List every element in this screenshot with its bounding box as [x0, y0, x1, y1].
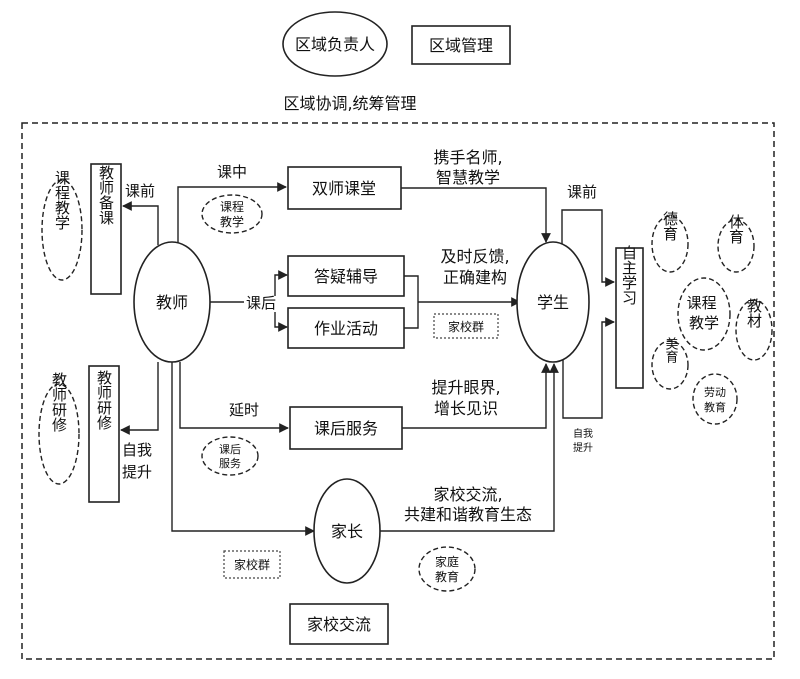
region-management-label: 区域管理 [429, 36, 493, 55]
dual-teacher-label: 双师课堂 [312, 179, 376, 198]
after-service-tag-line1: 课后 [219, 443, 241, 456]
horizon-line1: 提升眼界, [431, 378, 500, 397]
region-coordination-label: 区域协调,统筹管理 [283, 94, 416, 113]
qa-tutoring-node: 答疑辅导 [287, 255, 405, 297]
arts-label: 美育 [663, 337, 679, 364]
teacher-prep-node: 教师备课 [90, 163, 122, 295]
family-tag-line2: 教育 [435, 569, 459, 584]
after-school-service-node: 课后服务 [289, 406, 403, 450]
teacher-to-parents-arrow [171, 362, 315, 536]
parents-label: 家长 [331, 522, 363, 541]
home-school-comm-node: 家校交流 [289, 603, 389, 645]
feedback-line2: 正确建构 [443, 268, 507, 287]
teacher-label: 教师 [156, 293, 188, 312]
service-to-student-arrow [402, 363, 551, 429]
self-improve-left-line1: 自我 [122, 441, 152, 459]
textbook-label: 教材 [745, 298, 763, 328]
home-school-group-tag-2: 家校群 [223, 550, 281, 579]
teacher-to-dual-arrow [177, 182, 287, 246]
region-leader-node: 区域负责人 [282, 11, 388, 77]
labor-line2: 教育 [704, 400, 726, 414]
parents-node: 家长 [313, 478, 381, 584]
sports-label: 体育 [727, 214, 745, 244]
self-study-label: 自主学习 [620, 245, 638, 306]
home-school-group-tag-1: 家校群 [433, 313, 499, 339]
student-to-selfstudy-lower-arrow [562, 317, 615, 419]
home-ecology-line2: 共建和谐教育生态 [404, 505, 532, 524]
course-teaching-right-node: 课程 教学 [677, 277, 731, 351]
after-service-tag-line2: 服务 [219, 457, 241, 470]
homework-node: 作业活动 [287, 307, 405, 349]
student-label: 学生 [537, 293, 569, 312]
region-leader-label: 区域负责人 [295, 35, 375, 54]
teacher-research-node: 教师研修 [38, 372, 80, 485]
famous-teacher-line1: 携手名师, [433, 148, 502, 167]
teacher-training-node: 教师研修 [88, 365, 120, 503]
family-tag-line1: 家庭 [435, 554, 459, 569]
region-management-node: 区域管理 [411, 25, 511, 65]
course-teaching-left-label: 课程教学 [53, 170, 71, 230]
system-boundary-frame [21, 122, 775, 660]
teacher-research-label: 教师研修 [50, 372, 68, 432]
dual-teacher-node: 双师课堂 [287, 166, 402, 210]
family-education-tag: 家庭 教育 [418, 546, 476, 592]
qa-tutoring-label: 答疑辅导 [314, 267, 378, 286]
qa-homework-merge-line [404, 275, 419, 329]
self-improve-right-line2: 提升 [573, 442, 593, 454]
course-teaching-right-label-line2: 教学 [689, 314, 719, 332]
moral-label: 德育 [661, 210, 679, 241]
student-node: 学生 [516, 241, 590, 363]
labor-line1: 劳动 [704, 386, 726, 399]
self-improve-right-line1: 自我 [573, 427, 593, 440]
famous-teacher-line2: 智慧教学 [436, 168, 500, 187]
self-study-node: 自主学习 [615, 245, 644, 389]
after-to-qa-arrow [274, 270, 288, 296]
home-ecology-line1: 家校交流, [433, 485, 502, 504]
course-teaching-right-line: 课程 教学 [687, 294, 722, 332]
teacher-to-service-arrow [179, 362, 289, 433]
parents-to-student-arrow [380, 363, 559, 532]
course-tag-line1: 课程 [220, 199, 244, 214]
home-school-group-2-label: 家校群 [234, 557, 270, 572]
in-class-label: 课中 [217, 163, 247, 181]
arts-education-node: 美育 [651, 337, 689, 390]
moral-education-node: 德育 [651, 210, 689, 273]
after-to-homework-arrow [274, 312, 288, 332]
course-teaching-left-node: 课程教学 [41, 170, 83, 281]
teacher-training-label: 教师研修 [95, 370, 113, 430]
teacher-to-training-arrow [120, 362, 159, 435]
self-improve-left-line2: 提升 [122, 463, 152, 481]
after-school-service-label: 课后服务 [314, 419, 378, 438]
before-class-right-label: 课前 [567, 183, 597, 201]
course-teaching-right-label: 课程 [687, 294, 717, 312]
before-class-left-label: 课前 [125, 182, 155, 200]
extended-label: 延时 [229, 401, 259, 419]
teacher-to-prep-arrow [122, 201, 159, 245]
labor-education-node: 劳动 教育 [692, 373, 738, 425]
after-class-label: 课后 [246, 294, 276, 312]
feedback-line1: 及时反馈, [440, 247, 509, 266]
dual-to-student-arrow [401, 187, 551, 243]
course-teaching-tag: 课程 教学 [201, 194, 263, 234]
textbook-node: 教材 [735, 298, 773, 361]
student-to-selfstudy-upper-arrow [561, 209, 615, 287]
teacher-node: 教师 [133, 241, 211, 363]
horizon-line2: 增长见识 [434, 399, 498, 418]
homework-label: 作业活动 [314, 319, 378, 338]
teacher-prep-label: 教师备课 [97, 165, 115, 225]
after-service-tag: 课后 服务 [201, 436, 259, 476]
home-school-comm-label: 家校交流 [307, 615, 371, 634]
course-tag-line2: 教学 [220, 214, 244, 229]
sports-education-node: 体育 [717, 214, 755, 273]
home-school-group-1-label: 家校群 [448, 319, 484, 334]
